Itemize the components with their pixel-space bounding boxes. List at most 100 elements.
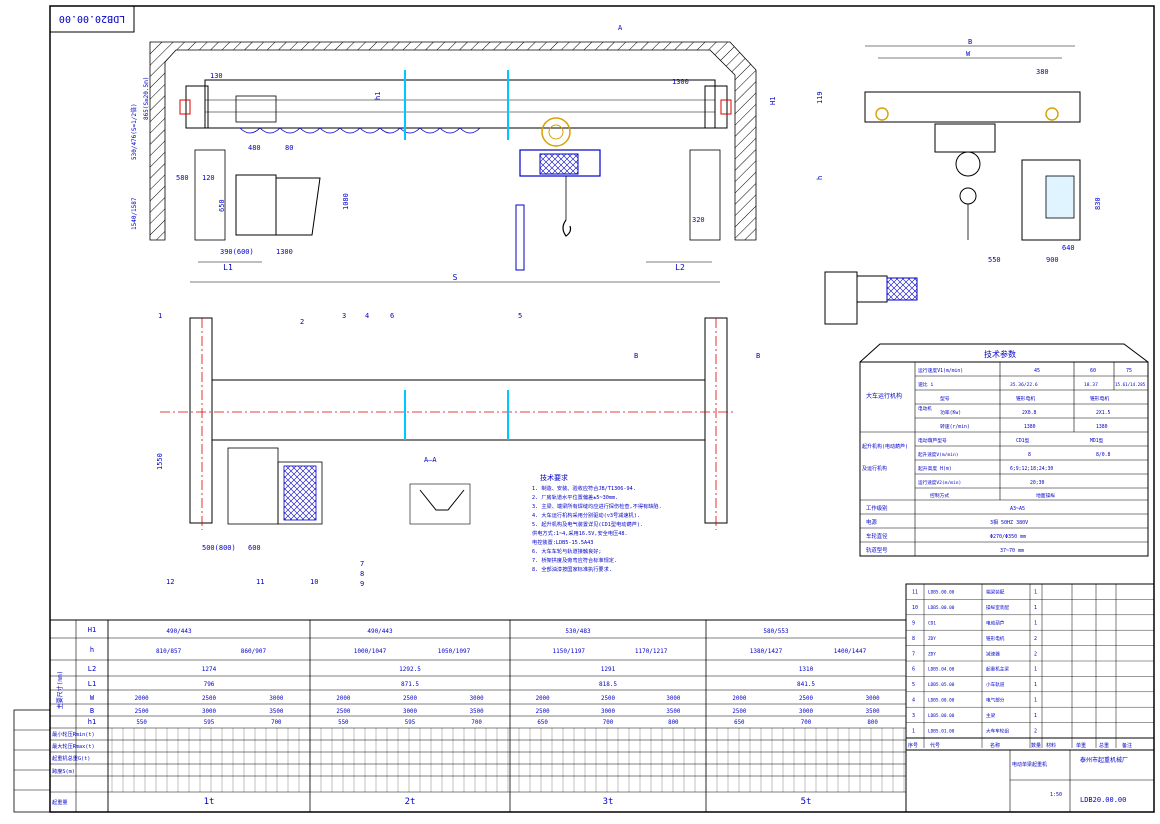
dim-650: 650 (218, 199, 226, 212)
bom-row-name: 操纵室装配 (986, 604, 1009, 611)
bom-row-name: 电气部分 (986, 697, 1005, 704)
company-name: 泰州市起重机械厂 (1080, 756, 1128, 764)
tp-hoist-model-2: MD1型 (1090, 437, 1104, 444)
revision-strip (13, 709, 51, 813)
main-bottom-label: 起重机总重G(t) (52, 754, 90, 762)
product-title: 电动单梁起重机 (1012, 761, 1047, 768)
technical-notes: 技术要求 1. 制造、安装、验收应符合JB/T1306-94. 2. 厂房轨道水… (532, 473, 662, 573)
bom-row-qty: 1 (1034, 590, 1037, 596)
bom-row-name: 小车轨道 (986, 681, 1005, 688)
bom-row-qty: 1 (1034, 605, 1037, 611)
electric-hoist (515, 117, 601, 271)
main-L1-value: 796 (204, 681, 215, 688)
main-h1-small-value: 650 (734, 720, 745, 726)
main-B-value: 3500 (866, 709, 880, 715)
bom-row-no: 1 (912, 728, 915, 734)
main-B-value: 3500 (666, 709, 680, 715)
dim-320: 320 (692, 216, 705, 224)
sheet-border (49, 5, 1155, 813)
main-W-value: 2500 (202, 696, 216, 702)
bom-header-cell: 序号 (908, 742, 918, 749)
main-B-value: 3000 (202, 709, 216, 715)
bom-header: 序号代号名称数量材料单重总重备注 (908, 742, 1132, 749)
bom-row-qty: 1 (1034, 698, 1037, 704)
main-bottom-label: 起重量 (52, 798, 68, 806)
view-label-b: B (634, 352, 638, 360)
bom-row-qty: 1 (1034, 682, 1037, 688)
dim-390: 390(600) (220, 248, 254, 256)
main-h-extra-value: 1400/1447 (834, 648, 867, 655)
main-h-value: 810/857 (156, 648, 182, 655)
bom-row-no: 11 (912, 590, 918, 596)
main-h-extra-value: 860/907 (241, 648, 267, 655)
tp-wheel-value: Φ270/Φ350 mm (990, 534, 1026, 540)
tp-ratio-2: 18.37 (1084, 382, 1098, 388)
tp-hoist-model-1: CD1型 (1016, 437, 1030, 444)
tp-motor-model-2: 锥形电机 (1090, 395, 1109, 402)
bom-row-no: 8 (912, 636, 915, 642)
bom-row-qty: 1 (1034, 713, 1037, 719)
note-line-9: 7. 桥架拱度及旁弯应符合标准规定. (532, 556, 617, 564)
dim-480: 480 (248, 144, 261, 152)
dim-120: 120 (202, 174, 215, 182)
tp-lift-height-label: 起升高度 H(m) (918, 465, 952, 472)
dim-L2: L2 (675, 263, 685, 272)
main-L2-value: 1274 (202, 666, 217, 673)
drawing-number-top: LDB20.00.00 (59, 13, 125, 24)
dim-B: B (968, 38, 972, 46)
dim-H1: H1 (769, 97, 777, 105)
dim-900: 900 (1046, 256, 1059, 264)
main-L1-value: 841.5 (797, 681, 815, 688)
bom-header-cell: 单重 (1076, 742, 1086, 749)
bom-header-cell: 总重 (1099, 742, 1109, 749)
main-W-value: 2000 (732, 696, 746, 702)
main-row-label: L1 (88, 680, 96, 688)
bom-row-name: 端梁装配 (986, 589, 1005, 596)
dim-left-vertical-3: 865(S≥20.5m) (143, 77, 150, 120)
main-bottom-label: 最大轮压Rmax(t) (52, 742, 95, 750)
dim-1550: 1550 (156, 453, 164, 470)
main-h-value: 1000/1047 (354, 648, 387, 655)
bom-row-no: 9 (912, 621, 915, 627)
bom-row-no: 7 (912, 651, 915, 657)
dim-830: 830 (1094, 197, 1102, 210)
main-B-value: 2500 (135, 709, 149, 715)
tp-speed-label: 运行速度V1(m/min) (918, 367, 963, 374)
tp-control-value: 地面操纵 (1036, 492, 1055, 499)
tp-group-1: 大车运行机构 (866, 392, 902, 400)
bom-row-code: LDB5.00.00 (928, 713, 955, 719)
main-h1-small-value: 550 (338, 720, 349, 726)
main-capacity: 5t (801, 797, 812, 807)
bom-row-no: 4 (912, 698, 915, 704)
tp-motor-model-1: 锥形电机 (1016, 395, 1035, 402)
main-L2-value: 1291 (601, 666, 616, 673)
left-end-carriage (185, 85, 209, 129)
main-h-value: 1380/1427 (750, 648, 783, 655)
main-h1-small-value: 700 (603, 720, 614, 726)
dim-80: 80 (285, 144, 293, 152)
tp-duty-label: 工作级别 (866, 504, 888, 512)
tp-speed-3: 75 (1126, 368, 1132, 374)
dim-S: S (453, 273, 458, 282)
side-view: B W 380 119 h 550 900 640 830 (816, 38, 1102, 325)
tp-group-3: 及运行机构 (862, 465, 887, 472)
tp-trolley-speed-value: 20;30 (1030, 480, 1045, 486)
tp-speed-1: 45 (1034, 368, 1040, 374)
note-line-5: 5. 起升机构及电气装置详见(CD1型电动葫芦). (532, 520, 643, 528)
main-L1-value: 871.5 (401, 681, 419, 688)
bom-header-cell: 备注 (1122, 742, 1132, 749)
dim-1300b: 1300 (276, 248, 293, 256)
main-W-value: 3000 (269, 696, 283, 702)
tp-power-source-label: 电源 (866, 518, 877, 526)
note-line-4: 4. 大车运行机构采用分别驱动(▽3号减速机). (532, 511, 640, 519)
tp-rail-value: 37~70 mm (1000, 548, 1024, 554)
bom-row-no: 6 (912, 667, 915, 673)
drawing-scale: 1:50 (1050, 792, 1062, 798)
main-W-value: 3000 (470, 696, 484, 702)
main-W-value: 2500 (799, 696, 813, 702)
main-h-value: 1150/1197 (553, 648, 586, 655)
main-h1-small-value: 650 (537, 720, 548, 726)
main-H1-value: 580/553 (763, 628, 789, 635)
tp-trolley-speed-label: 运行速度V2(m/min) (918, 479, 961, 486)
